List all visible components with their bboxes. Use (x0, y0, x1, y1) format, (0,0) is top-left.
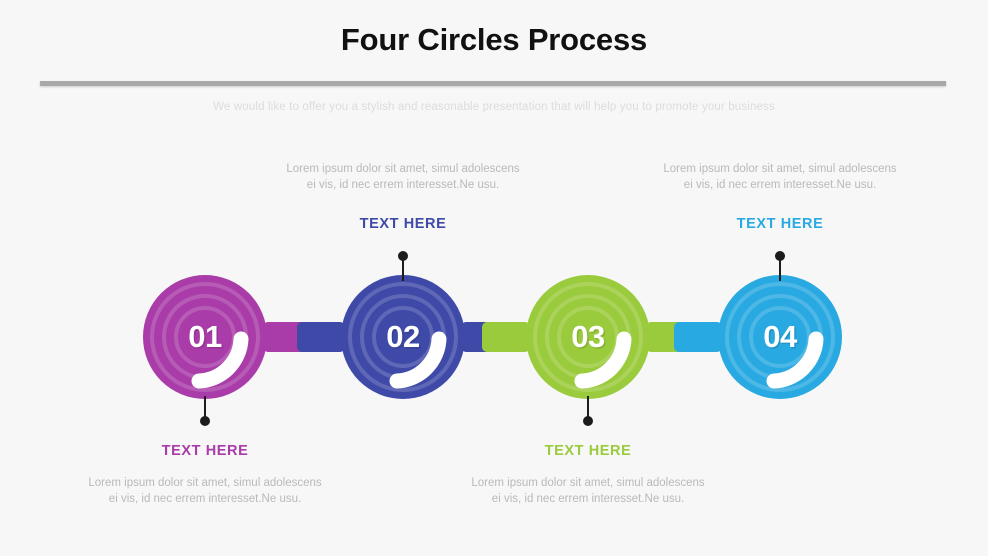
circle-disc: 03 (526, 275, 650, 399)
caption-body: Lorem ipsum dolor sit amet, simul adoles… (286, 163, 520, 192)
pin-stem (587, 396, 589, 421)
caption-body: Lorem ipsum dolor sit amet, simul adoles… (663, 163, 897, 192)
circle-disc: 04 (718, 275, 842, 399)
title-divider (40, 81, 946, 86)
concentric-ring-1 (150, 282, 260, 392)
caption-heading[interactable]: TEXT HERE (359, 215, 447, 232)
connector-03-to-04 (646, 322, 722, 352)
pin-marker-04 (774, 251, 786, 281)
page-title: Four Circles Process (340, 22, 648, 57)
progress-arc-icon (389, 331, 447, 389)
concentric-ring-1 (348, 282, 458, 392)
process-circle-01[interactable]: 01 (143, 275, 267, 399)
pin-stem (779, 256, 781, 281)
progress-arc-icon (574, 331, 632, 389)
step-number: 03 (571, 319, 605, 354)
step-number: 02 (386, 319, 420, 354)
caption-heading[interactable]: TEXT HERE (544, 443, 632, 459)
process-circle-03[interactable]: 03 (526, 275, 650, 399)
circle-disc: 02 (341, 275, 465, 399)
pin-dot (775, 251, 785, 261)
pin-stem (204, 396, 206, 421)
caption-body: Lorem ipsum dolor sit amet, simul adoles… (88, 477, 322, 506)
caption-heading[interactable]: TEXT HERE (161, 443, 249, 459)
process-circle-02[interactable]: 02 (341, 275, 465, 399)
progress-arc-icon (191, 331, 249, 389)
connector-segment-right (674, 322, 722, 352)
concentric-ring-1 (533, 282, 643, 392)
step-number: 01 (188, 319, 222, 354)
circle-disc: 01 (143, 275, 267, 399)
pin-stem (402, 256, 404, 281)
connector-segment-right (297, 322, 345, 352)
caption-block-02: Lorem ipsum dolor sit amet, simul adoles… (283, 161, 523, 232)
pin-marker-02 (397, 251, 409, 281)
step-number: 04 (763, 319, 797, 354)
pin-marker-01 (199, 396, 211, 426)
pin-dot (398, 251, 408, 261)
progress-arc-icon (766, 331, 824, 389)
caption-block-04: Lorem ipsum dolor sit amet, simul adoles… (660, 161, 900, 232)
subtitle: We would like to offer you a stylish and… (213, 101, 775, 113)
caption-body: Lorem ipsum dolor sit amet, simul adoles… (471, 477, 705, 506)
connector-01-to-02 (263, 322, 345, 352)
pin-dot (200, 416, 210, 426)
caption-block-03: TEXT HERE Lorem ipsum dolor sit amet, sim… (468, 443, 708, 508)
connector-segment-right (482, 322, 530, 352)
connector-02-to-03 (461, 322, 530, 352)
caption-heading[interactable]: TEXT HERE (736, 215, 824, 232)
pin-marker-03 (582, 396, 594, 426)
caption-block-01: TEXT HERE Lorem ipsum dolor sit amet, sim… (85, 443, 325, 508)
pin-dot (583, 416, 593, 426)
process-circle-04[interactable]: 04 (718, 275, 842, 399)
concentric-ring-1 (725, 282, 835, 392)
